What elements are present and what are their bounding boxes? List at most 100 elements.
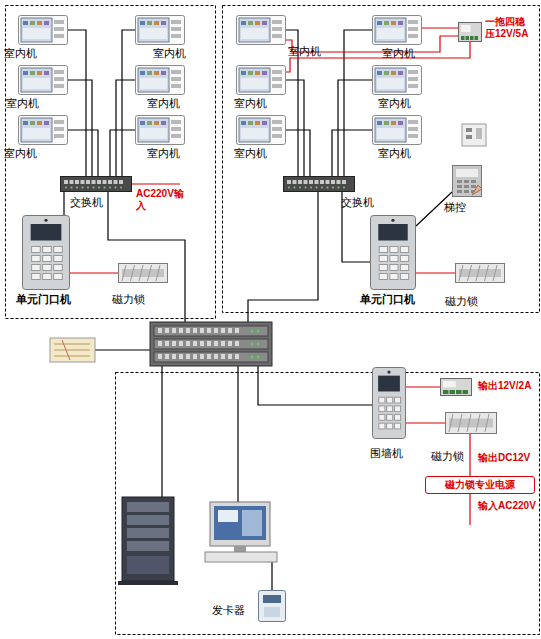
device-label: 围墙机 <box>370 447 403 460</box>
network-switch-symbol <box>114 180 118 184</box>
indoor-unit-symbol <box>44 21 49 25</box>
indoor-unit-symbol <box>272 34 282 38</box>
network-switch-symbol <box>326 180 330 184</box>
core-switch <box>179 354 183 359</box>
indoor-unit-symbol <box>54 20 64 24</box>
magnetic-lock-symbol <box>485 265 489 281</box>
indoor-unit-symbol <box>136 66 185 95</box>
indoor-unit-symbol <box>154 121 159 125</box>
control-panel <box>462 124 486 146</box>
network-switch-symbol <box>321 187 323 189</box>
network-switch: 交换机 <box>283 176 355 192</box>
network-switch-symbol <box>115 187 117 189</box>
core-switch <box>150 322 272 366</box>
device-label: 磁力锁 <box>431 450 464 463</box>
indoor-unit-symbol <box>272 27 282 31</box>
door-station-symbol <box>370 215 416 290</box>
door-station-symbol <box>373 368 406 439</box>
network-switch-symbol <box>338 187 340 189</box>
device-label: 梯控 <box>444 201 466 214</box>
magnetic-lock: 磁力锁 <box>118 263 168 283</box>
network-cable <box>122 30 135 176</box>
indoor-unit-symbol <box>44 71 49 75</box>
door-station-symbol <box>379 415 385 421</box>
power-wire <box>132 183 180 184</box>
door-station-symbol <box>32 247 41 253</box>
magnetic-lock-symbol <box>118 263 168 283</box>
device-label: 一拖四稳压12V/5A <box>485 16 533 40</box>
network-switch-symbol <box>109 187 111 189</box>
door-station-symbol <box>391 219 394 222</box>
indoor-unit-symbol <box>241 28 268 39</box>
network-switch-symbol <box>81 180 85 184</box>
network-switch-symbol <box>70 180 74 184</box>
network-switch-symbol <box>293 180 297 184</box>
indoor-unit-symbol <box>30 71 35 75</box>
core-switch <box>235 341 239 346</box>
indoor-unit-symbol <box>171 34 181 38</box>
indoor-unit-symbol <box>373 66 422 95</box>
indoor-unit-symbol <box>19 116 68 145</box>
magnetic-lock-symbol <box>449 414 453 432</box>
core-switch <box>158 341 162 346</box>
core-switch <box>257 330 260 333</box>
indoor-unit-symbol <box>255 121 260 125</box>
network-switch-symbol <box>299 187 301 189</box>
network-switch-symbol <box>294 187 296 189</box>
core-switch <box>172 341 176 346</box>
server-tower <box>127 528 169 538</box>
indoor-unit-symbol <box>135 15 185 45</box>
door-station-symbol <box>32 274 41 280</box>
door-station-symbol <box>23 216 70 290</box>
network-cable <box>332 130 372 176</box>
indoor-unit: 室内机 <box>236 65 286 95</box>
indoor-unit-symbol <box>140 21 145 25</box>
network-switch-symbol <box>287 180 291 184</box>
network-switch-symbol <box>108 180 112 184</box>
indoor-unit-symbol <box>19 16 68 45</box>
network-switch-symbol <box>288 187 290 189</box>
network-switch-symbol <box>332 187 334 189</box>
door-station: 围墙机 <box>372 367 406 439</box>
door-station-symbol <box>43 247 52 253</box>
indoor-unit-symbol <box>375 18 406 42</box>
core-switch <box>251 330 260 359</box>
magnetic-lock-symbol <box>476 265 480 281</box>
core-switch <box>193 341 197 346</box>
server-tower <box>118 581 178 585</box>
indoor-unit-symbol <box>171 84 181 88</box>
network-switch-symbol <box>283 176 355 192</box>
indoor-unit-symbol <box>161 21 166 25</box>
elevator-control: 梯控 <box>452 165 482 197</box>
device-label: 磁力锁 <box>445 295 478 308</box>
core-switch <box>257 343 260 346</box>
power-supply-symbol <box>475 36 479 40</box>
core-switch <box>251 330 254 333</box>
network-switch-symbol <box>76 187 78 189</box>
indoor-unit-symbol <box>384 71 389 75</box>
network-module <box>50 338 95 362</box>
dashed-region <box>6 6 540 635</box>
network-wire <box>161 366 162 497</box>
door-station: 单元门口机 <box>22 215 70 290</box>
power-note: AC220V输入 <box>136 188 184 212</box>
indoor-unit-symbol <box>236 115 286 145</box>
indoor-unit-symbol <box>248 21 253 25</box>
core-switch <box>207 354 211 359</box>
computer <box>210 502 270 546</box>
core-switch <box>154 352 268 362</box>
elevator-control-symbol <box>457 190 462 193</box>
elevator-control-symbol <box>471 185 476 188</box>
indoor-unit-symbol <box>37 71 42 75</box>
indoor-unit-symbol <box>377 71 382 75</box>
device-label: 室内机 <box>378 147 411 160</box>
control-panel <box>466 135 472 139</box>
network-switch-symbol <box>103 180 107 184</box>
server-tower <box>127 515 169 525</box>
device-label: 交换机 <box>341 196 374 209</box>
network-switch-symbol <box>86 180 90 184</box>
core-switch <box>165 354 169 359</box>
indoor-unit-symbol <box>272 84 282 88</box>
